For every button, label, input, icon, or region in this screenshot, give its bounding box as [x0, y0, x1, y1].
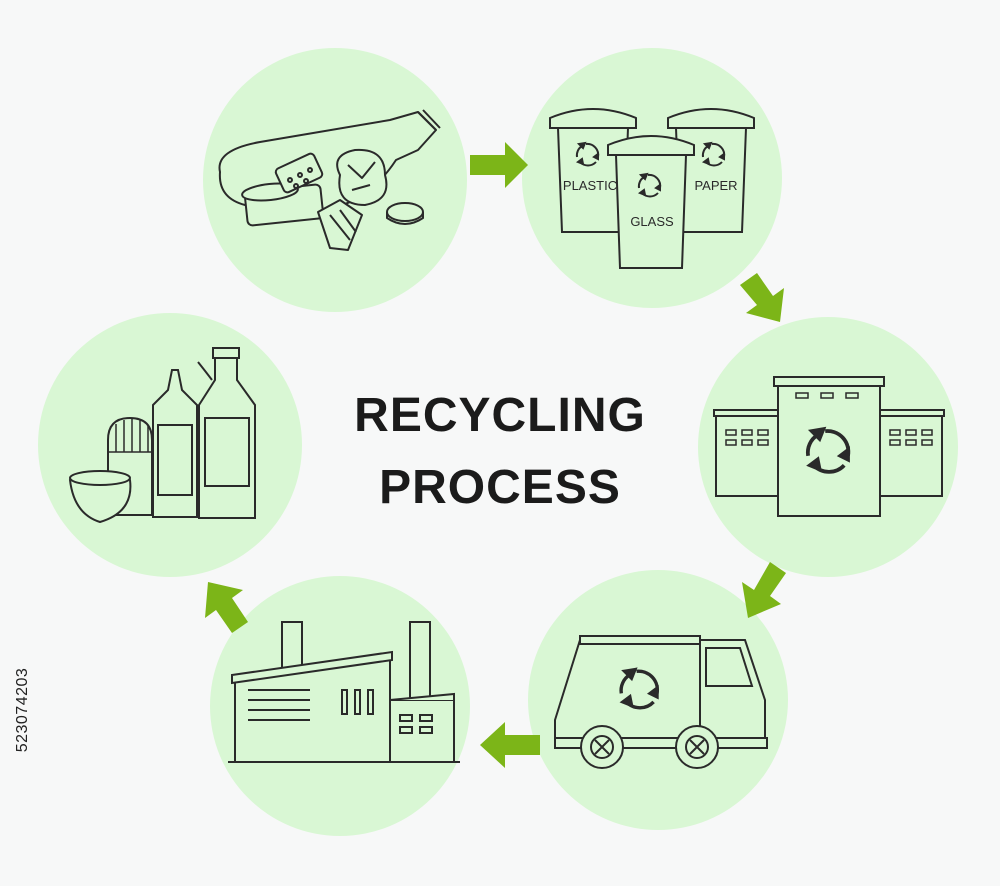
- diagram-title: RECYCLING PROCESS: [300, 380, 700, 524]
- waste-pile-icon: [218, 109, 441, 251]
- title-line-1: RECYCLING: [354, 389, 646, 442]
- stock-id-watermark: 523074203: [14, 667, 31, 753]
- factory-icon: [228, 621, 460, 763]
- arrow-truck-to-factory: [480, 722, 540, 768]
- bin-label-glass: GLASS: [630, 214, 674, 229]
- arrow-plant-to-truck: [742, 562, 786, 618]
- arrow-bins-to-plant: [740, 273, 784, 322]
- arrow-waste-to-bins: [470, 142, 528, 188]
- recycled-containers-icon: [68, 347, 256, 524]
- recycling-plant-icon: [713, 376, 945, 517]
- bin-label-paper: PAPER: [694, 178, 737, 193]
- arrow-factory-to-containers: [205, 582, 248, 633]
- bin-label-plastic: PLASTIC: [563, 178, 617, 193]
- sorting-bins-icon: PLASTIC PAPER GLASS: [549, 108, 755, 269]
- garbage-truck-icon: [554, 635, 768, 769]
- title-line-2: PROCESS: [379, 461, 621, 514]
